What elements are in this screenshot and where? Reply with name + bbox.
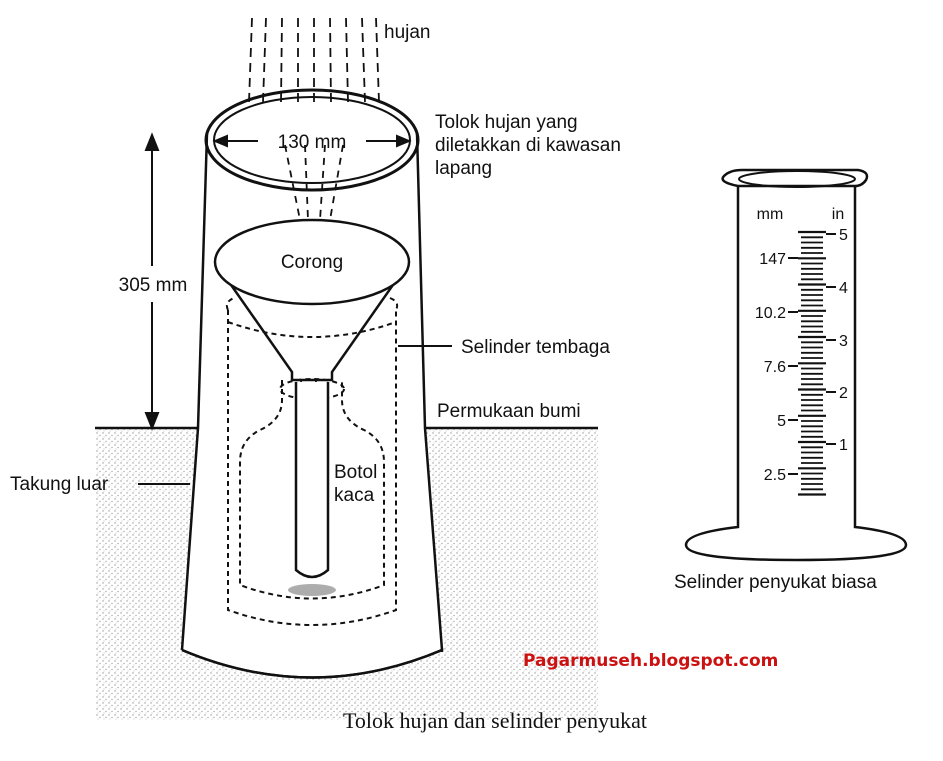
mm-tick-label: 147 (759, 251, 786, 268)
gauge-rim (204, 88, 420, 192)
watermark: Pagarmuseh.blogspot.com (523, 651, 778, 671)
diameter-label: 130 mm (278, 132, 347, 153)
mm-tick-label: 5 (777, 413, 786, 430)
rain-label: hujan (384, 22, 431, 43)
outer-container (180, 132, 444, 679)
ground-surface-label: Permukaan bumi (437, 401, 581, 422)
ground (95, 426, 598, 720)
inch-tick-label: 3 (839, 333, 848, 350)
gauge-label-line1: Tolok hujan yang (435, 112, 578, 133)
mm-tick-label: 2.5 (764, 467, 786, 484)
leader-lines (138, 345, 452, 485)
gauge-label-line3: lapang (435, 158, 492, 179)
inch-tick-label: 1 (839, 437, 848, 454)
height-label: 305 mm (119, 275, 188, 296)
bottle-label-line1: Botol (334, 462, 377, 483)
measuring-scale: 5 4 3 2 1 147 10.2 7.6 5 2.5 (755, 227, 848, 496)
height-arrow (144, 132, 160, 431)
scale-unit-mm: mm (757, 206, 784, 223)
copper-cylinder (225, 297, 399, 626)
bottle-label-line2: kaca (334, 485, 375, 506)
diameter-arrow (212, 134, 412, 148)
copper-cylinder-label: Selinder tembaga (461, 337, 610, 358)
caption: Tolok hujan dan selinder penyukat (343, 708, 647, 733)
mm-tick-label: 10.2 (755, 305, 786, 322)
funnel-label: Corong (281, 252, 343, 273)
mm-tick-label: 7.6 (764, 359, 786, 376)
measuring-cylinder (684, 168, 908, 562)
inch-tick-label: 2 (839, 385, 848, 402)
inch-tick-label: 4 (839, 280, 848, 297)
inch-tick-label: 5 (839, 227, 848, 244)
glass-bottle (239, 378, 385, 600)
gauge-label-line2: diletakkan di kawasan (435, 135, 621, 156)
scale-unit-in: in (832, 206, 844, 223)
outer-container-label: Takung luar (10, 474, 109, 495)
funnel (213, 218, 411, 382)
collected-water (288, 584, 336, 596)
measuring-cylinder-label: Selinder penyukat biasa (674, 572, 877, 593)
funnel-tube (294, 382, 330, 579)
